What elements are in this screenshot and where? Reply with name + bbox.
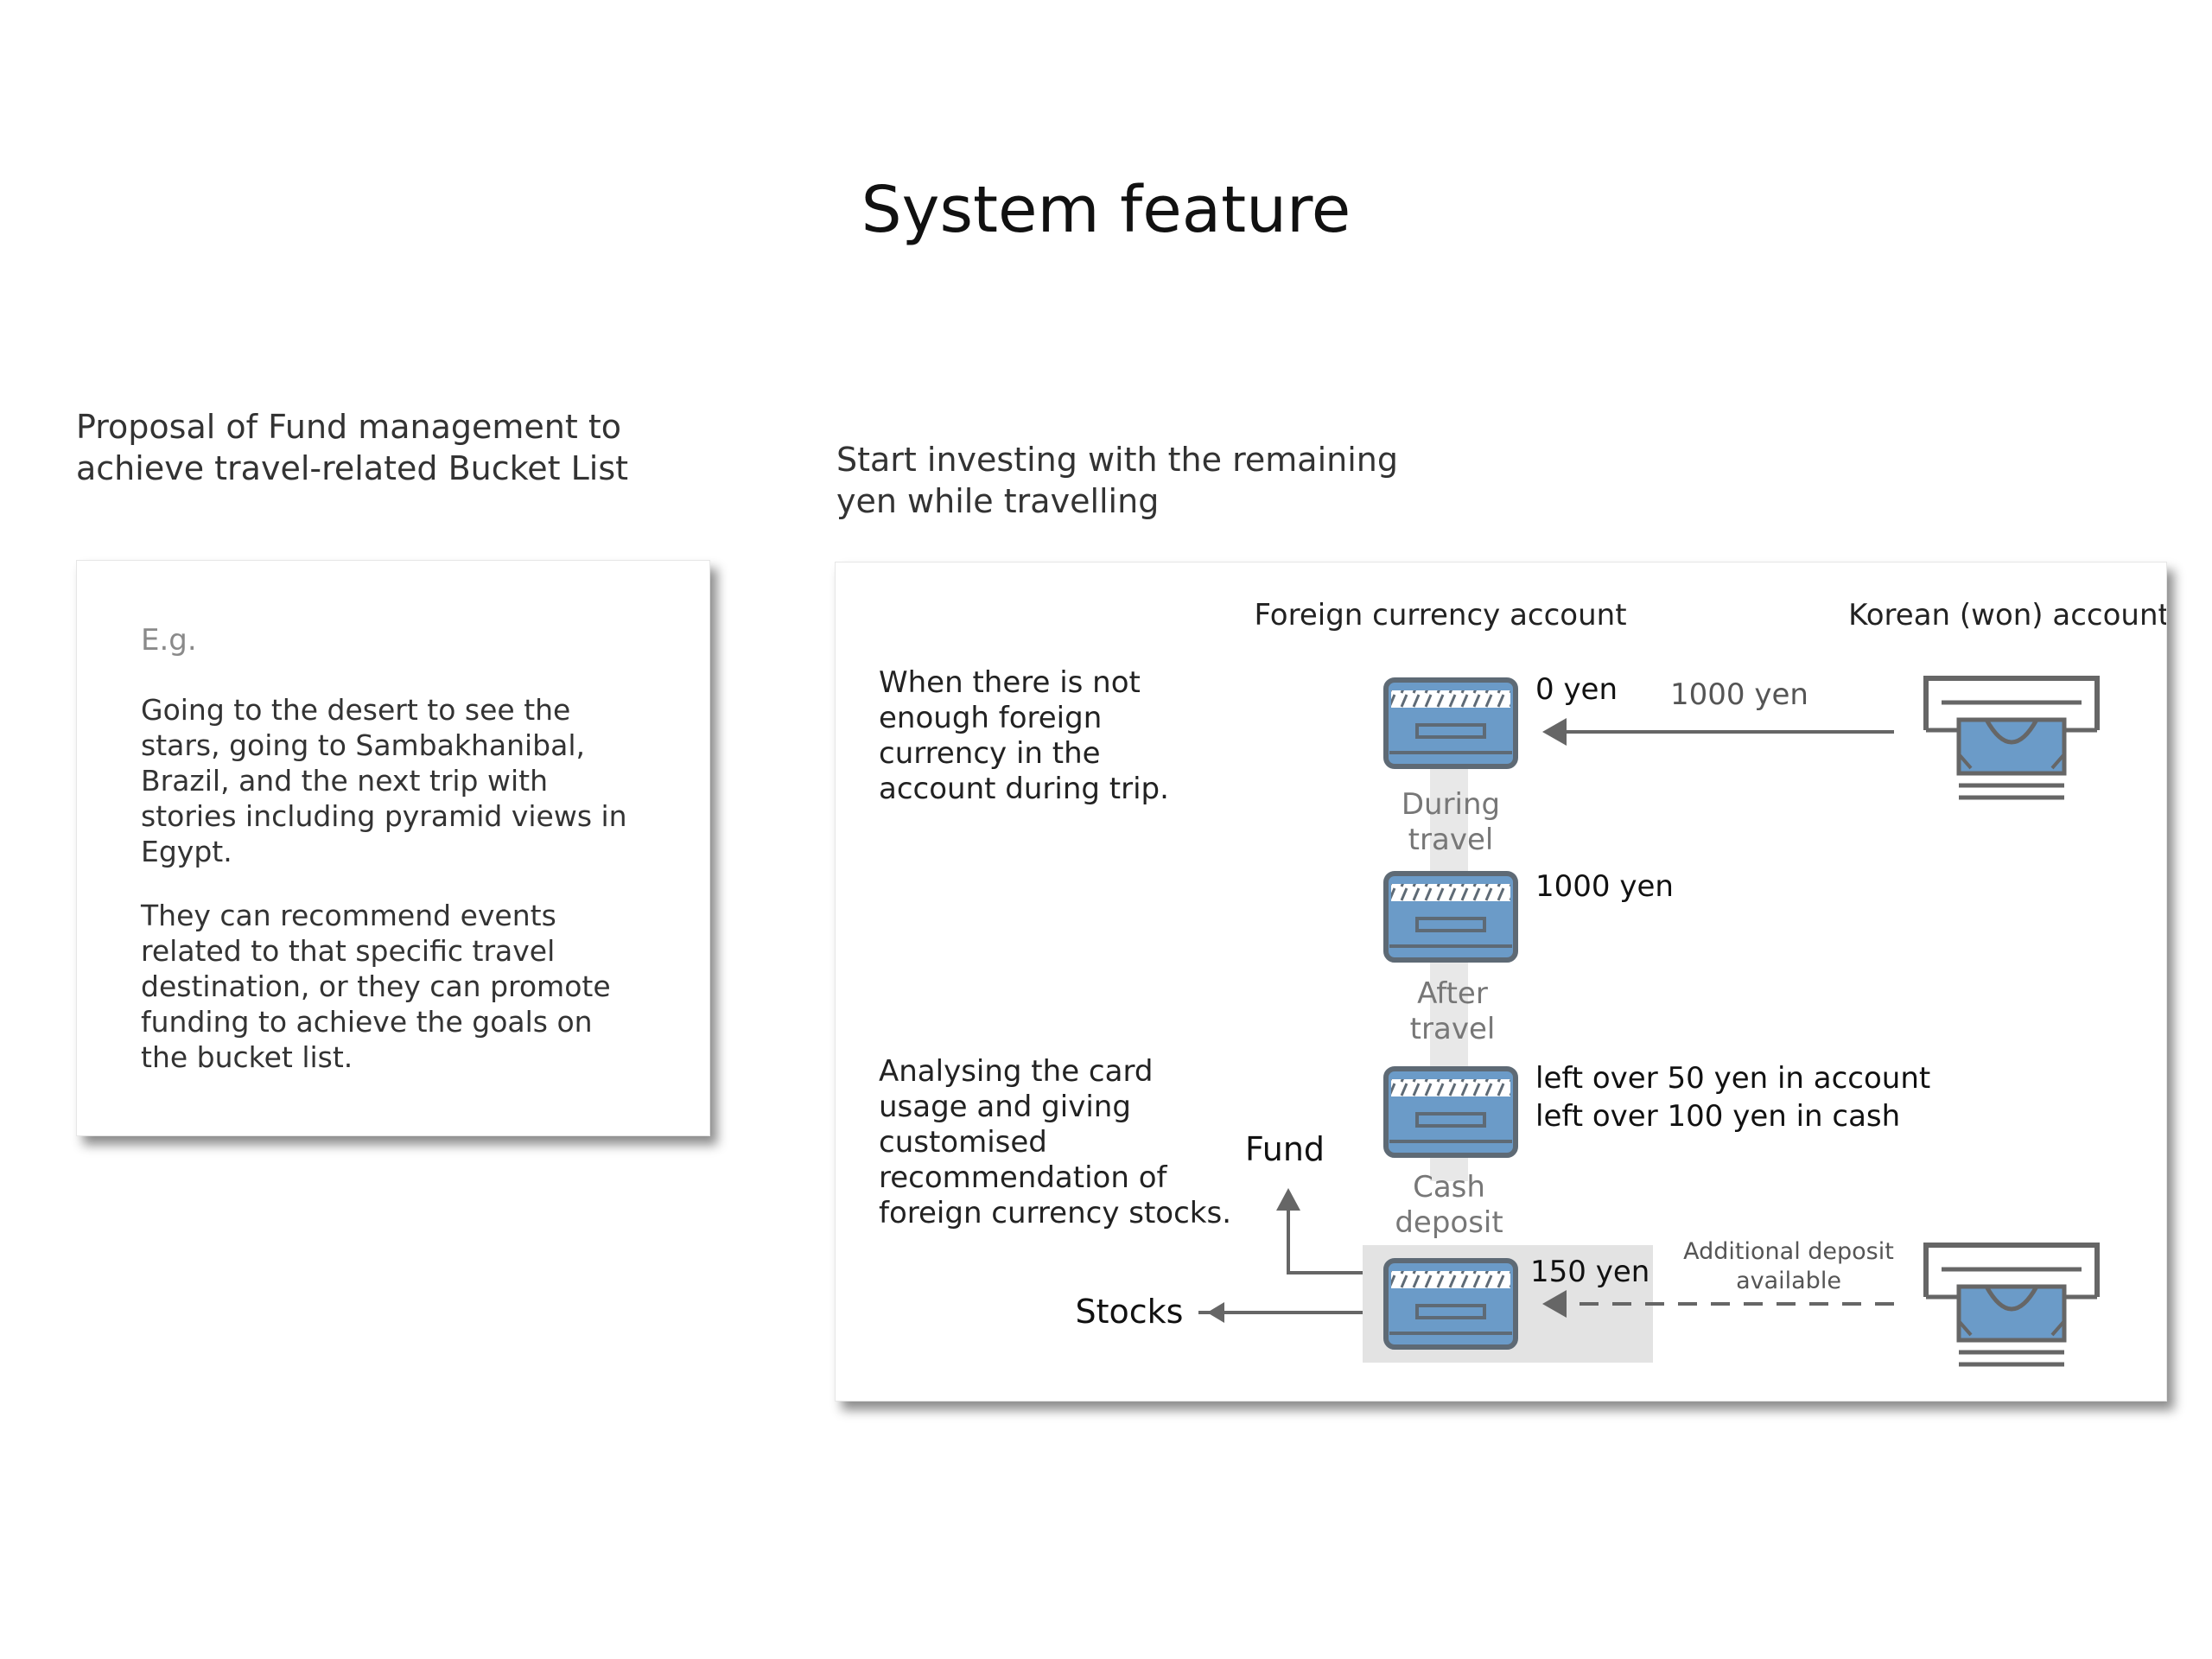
svg-text:foreign currency stocks.: foreign currency stocks. <box>879 1196 1231 1230</box>
fund-arrow-line <box>1287 1202 1363 1274</box>
right-section-heading: Start investing with the remaining yen w… <box>836 441 1398 520</box>
svg-text:usage and giving: usage and giving <box>879 1090 1131 1124</box>
arrow-left-icon <box>1542 718 1567 746</box>
example-paragraph-2: They can recommend events related to tha… <box>141 899 611 1074</box>
svg-text:available: available <box>1736 1268 1841 1294</box>
page-title: System feature <box>861 173 1351 247</box>
additional-deposit-label: Additional deposit available <box>1683 1238 1894 1294</box>
stocks-label: Stocks <box>1076 1293 1184 1331</box>
card1-balance: 0 yen <box>1535 672 1618 707</box>
card3-balance: left over 50 yen in account left over 10… <box>1535 1061 1930 1134</box>
note-stock-recommendation: Analysing the card usage and giving cust… <box>879 1054 1231 1230</box>
svg-text:left over 50 yen in account: left over 50 yen in account <box>1535 1061 1930 1096</box>
svg-text:Additional deposit: Additional deposit <box>1683 1238 1894 1265</box>
cash-atm-icon <box>1926 1245 2097 1364</box>
svg-text:left over 100 yen in cash: left over 100 yen in cash <box>1535 1099 1900 1134</box>
arrow-left-icon <box>1207 1302 1224 1323</box>
svg-text:recommendation of: recommendation of <box>879 1160 1168 1195</box>
svg-text:Cash: Cash <box>1413 1170 1485 1205</box>
note-insufficient-funds: When there is not enough foreign currenc… <box>879 665 1169 806</box>
left-section-heading: Proposal of Fund management to achieve t… <box>76 408 629 487</box>
example-paragraph-1: Going to the desert to see the stars, go… <box>141 693 627 868</box>
svg-text:After: After <box>1417 976 1488 1011</box>
svg-text:deposit: deposit <box>1395 1205 1503 1240</box>
svg-text:When there is not: When there is not <box>879 665 1141 700</box>
arrow-left-icon <box>1542 1290 1567 1318</box>
arrow-up-icon <box>1276 1188 1300 1211</box>
svg-text:During: During <box>1402 787 1500 822</box>
korean-account-header: Korean (won) account <box>1848 598 2166 632</box>
card2-balance: 1000 yen <box>1535 869 1674 904</box>
fund-label: Fund <box>1245 1130 1325 1168</box>
diagram-card: Foreign currency account Korean (won) ac… <box>835 562 2167 1402</box>
stage-after-travel: After travel <box>1410 976 1496 1046</box>
svg-text:enough foreign: enough foreign <box>879 701 1102 735</box>
svg-text:travel: travel <box>1410 1012 1496 1046</box>
example-card: E.g. Going to the desert to see the star… <box>76 560 710 1136</box>
cash-atm-icon <box>1926 678 2097 798</box>
bank-card-icon <box>1386 1261 1516 1347</box>
card4-balance: 150 yen <box>1530 1255 1649 1289</box>
svg-text:currency in the: currency in the <box>879 736 1101 771</box>
bank-card-icon <box>1386 874 1516 960</box>
stage-cash-deposit: Cash deposit <box>1395 1170 1503 1240</box>
svg-text:travel: travel <box>1408 823 1494 857</box>
bank-card-icon <box>1386 1069 1516 1155</box>
svg-text:customised: customised <box>879 1125 1047 1160</box>
svg-text:Analysing the card: Analysing the card <box>879 1054 1153 1089</box>
example-label: E.g. <box>141 623 197 658</box>
investment-flow-diagram: Foreign currency account Korean (won) ac… <box>879 598 2166 1401</box>
bank-card-icon <box>1386 680 1516 766</box>
svg-text:account during trip.: account during trip. <box>879 772 1169 806</box>
foreign-account-header: Foreign currency account <box>1254 598 1626 632</box>
transfer-amount: 1000 yen <box>1670 677 1808 712</box>
stage-during-travel: During travel <box>1402 787 1500 857</box>
